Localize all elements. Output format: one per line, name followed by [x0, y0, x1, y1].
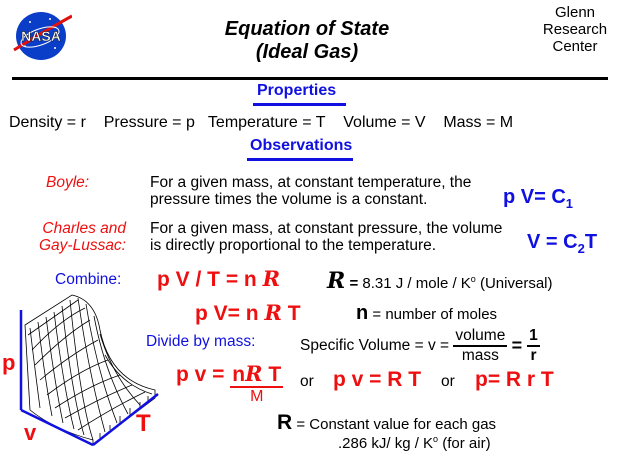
title-line-2: (Ideal Gas): [255, 41, 359, 63]
property-volume: Volume = V: [343, 114, 426, 131]
org-line-1: Glenn: [554, 4, 596, 21]
combine-equation: p V / T = n R: [157, 266, 281, 291]
property-pressure: Pressure = p: [103, 114, 195, 131]
properties-underline: [253, 103, 346, 106]
svg-text:NASA: NASA: [21, 28, 61, 44]
universal-gas-constant: R = 8.31 J / mole / Ko (Universal): [327, 268, 553, 294]
properties-row: Density = r Pressure = p Temperature = T…: [9, 114, 513, 132]
header-divider: [12, 77, 608, 80]
properties-heading: Properties: [257, 82, 337, 99]
specific-equation-3: p= R r T: [475, 368, 554, 391]
charles-line-2: is directly proportional to the temperat…: [150, 237, 437, 254]
property-density: Density = r: [9, 114, 86, 131]
boyle-equation: p V= C1: [503, 186, 574, 211]
title-line-1: Equation of State: [224, 18, 390, 40]
moles-definition: n = number of moles: [356, 302, 498, 324]
org-line-3: Center: [552, 38, 598, 55]
boyle-label: Boyle:: [46, 174, 90, 191]
gas-constant-air-value: .286 kJ/ kg / Ko (for air): [338, 434, 491, 452]
v-axis-label: v: [24, 420, 37, 445]
observations-heading: Observations: [250, 137, 353, 154]
charles-equation: V = C2T: [527, 231, 598, 256]
gas-constant-definition: R = Constant value for each gas: [277, 411, 497, 434]
boyle-line-2: pressure times the volume is a constant.: [150, 191, 428, 208]
observations-underline: [247, 158, 353, 161]
page-title: Equation of State (Ideal Gas): [192, 18, 422, 64]
combine-label: Combine:: [55, 271, 122, 288]
specific-equation-2: p v = R T: [333, 368, 422, 391]
org-line-2: Research: [542, 21, 608, 38]
pvt-surface-plot: p v T: [0, 290, 175, 466]
property-mass: Mass = M: [443, 114, 514, 131]
t-axis: [92, 393, 159, 446]
charles-label: Charles and Gay-Lussac:: [38, 220, 126, 254]
surface-mesh: [24, 294, 156, 446]
ideal-gas-equation: p V= n R T: [195, 300, 301, 325]
divide-label: Divide by mass:: [146, 333, 256, 350]
boyle-line-1: For a given mass, at constant temperatur…: [150, 174, 472, 191]
nasa-meatball-icon: NASA: [13, 12, 73, 60]
property-temperature: Temperature = T: [207, 114, 326, 131]
charles-line-1: For a given mass, at constant pressure, …: [150, 220, 503, 237]
v-axis: [20, 408, 94, 447]
t-axis-label: T: [136, 410, 151, 437]
or-1: or: [300, 373, 314, 390]
nasa-logo: NASA: [10, 10, 73, 62]
or-2: or: [441, 373, 455, 390]
org-name: Glenn Research Center: [535, 4, 615, 55]
p-axis-label: p: [2, 350, 15, 375]
